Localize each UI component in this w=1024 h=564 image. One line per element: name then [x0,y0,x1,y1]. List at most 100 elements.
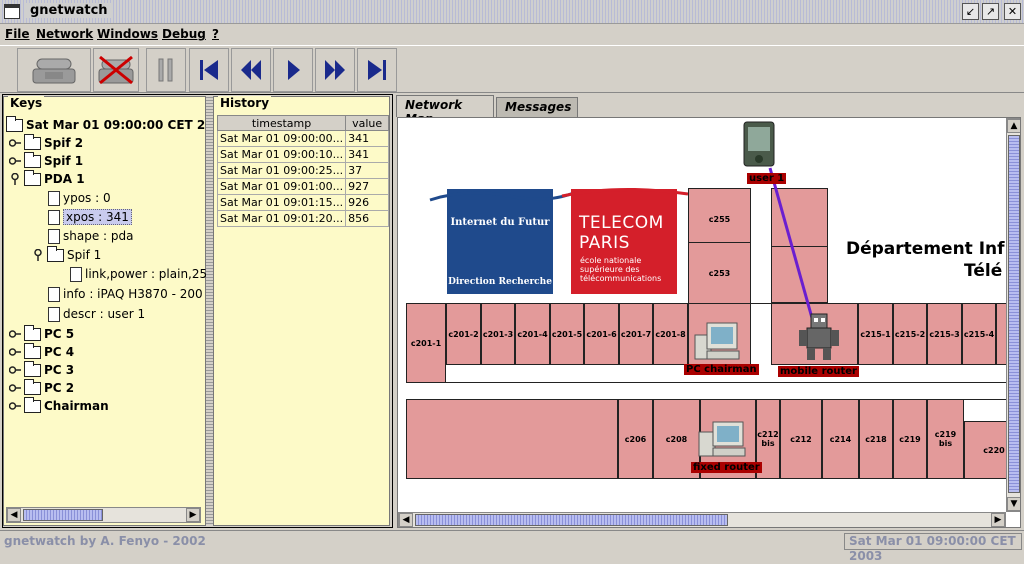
column-header-timestamp[interactable]: timestamp [216,115,347,131]
keys-tree: Sat Mar 01 09:00:00 CET 2003 Spif 2 Spif… [6,115,230,505]
tree-node-descr[interactable]: descr : user 1 [48,305,145,323]
menu-debug[interactable]: Debug [162,27,206,41]
scroll-left-icon[interactable]: ◀ [399,513,413,527]
table-row[interactable]: Sat Mar 01 09:00:10...341 [216,146,389,163]
tab-network-map[interactable]: Network Map [396,95,494,126]
tree-node-pc-3[interactable]: PC 3 [8,360,74,379]
close-icon[interactable]: ✕ [1004,3,1021,20]
collapse-key-icon[interactable] [9,172,21,185]
room-c201-2[interactable]: c201-2 [446,303,481,365]
room-c201-4[interactable]: c201-4 [515,303,550,365]
tree-node-spif-1[interactable]: Spif 1 [8,151,83,170]
computer-icon[interactable] [693,321,741,363]
expand-key-icon[interactable] [8,137,21,149]
expand-key-icon[interactable] [8,400,21,412]
folder-icon [47,245,64,262]
go-last-button[interactable] [357,48,397,92]
disconnect-phone-button[interactable] [93,48,139,92]
table-row[interactable]: Sat Mar 01 09:00:00...341 [216,130,389,147]
tree-node-xpos[interactable]: xpos : 341 [48,208,132,226]
folder-icon [6,115,23,132]
table-row[interactable]: Sat Mar 01 09:01:00...927 [216,178,389,195]
expand-key-icon[interactable] [8,364,21,376]
tree-root[interactable]: Sat Mar 01 09:00:00 CET 2003 [6,115,230,134]
network-map-view: Internet du Futur Direction Recherche TE… [397,117,1021,528]
scroll-thumb[interactable] [415,514,728,526]
table-row[interactable]: Sat Mar 01 09:01:15...926 [216,194,389,211]
room-c212[interactable]: c212 [780,399,822,479]
room-c253[interactable]: c253 [688,242,751,304]
logo2-line2: PARIS [579,233,630,253]
computer-icon[interactable] [697,420,747,460]
pause-icon [158,58,173,82]
room-c219-bis[interactable]: c219 bis [927,399,964,479]
room-c206[interactable]: c206 [618,399,653,479]
room-c215-3[interactable]: c215-3 [927,303,962,365]
room-c255[interactable]: c255 [688,188,751,251]
scroll-thumb[interactable] [1008,135,1020,493]
tree-node-pc-4[interactable]: PC 4 [8,342,74,361]
expand-key-icon[interactable] [8,382,21,394]
room-c201-1[interactable]: c201-1 [406,303,446,383]
pda-icon[interactable] [742,120,776,168]
scroll-left-icon[interactable]: ◀ [7,508,21,522]
room-c215-4[interactable]: c215-4 [962,303,996,365]
room-c215-2[interactable]: c215-2 [893,303,927,365]
map-horizontal-scrollbar[interactable]: ◀ ▶ [398,512,1006,527]
connect-phone-button[interactable] [17,48,91,92]
room-c201-6[interactable]: c201-6 [584,303,619,365]
room-c201-5[interactable]: c201-5 [550,303,584,365]
pause-button[interactable] [146,48,186,92]
room-c219[interactable]: c219 [893,399,927,479]
room-large-left[interactable] [406,399,618,479]
folder-icon [24,360,41,377]
column-header-value[interactable]: value [345,115,389,131]
room-c201-7[interactable]: c201-7 [619,303,653,365]
expand-key-icon[interactable] [8,346,21,358]
menu-network[interactable]: Network [36,27,94,41]
tree-label: link,power : plain,25 [85,267,208,281]
collapse-key-icon[interactable] [32,248,44,261]
room-c201-8[interactable]: c201-8 [653,303,688,365]
tree-node-pc-5[interactable]: PC 5 [8,324,74,343]
table-row[interactable]: Sat Mar 01 09:00:25...37 [216,162,389,179]
tree-node-spif-1-child[interactable]: Spif 1 [32,245,101,264]
fast-forward-button[interactable] [315,48,355,92]
menu-windows[interactable]: Windows [97,27,158,41]
expand-key-icon[interactable] [8,328,21,340]
scroll-up-icon[interactable]: ▲ [1007,119,1020,133]
maximize-icon[interactable]: ↗ [982,3,999,20]
scroll-right-icon[interactable]: ▶ [186,508,200,522]
logo1-swoosh-icon [429,190,577,202]
robot-icon[interactable] [795,310,843,364]
go-first-button[interactable] [189,48,229,92]
tab-messages[interactable]: Messages [496,97,578,117]
menu-file[interactable]: File [5,27,30,41]
room-c218[interactable]: c218 [859,399,893,479]
tree-node-spif-2[interactable]: Spif 2 [8,133,83,152]
cell-value: 926 [345,194,389,211]
tree-node-link-power[interactable]: link,power : plain,25 [70,265,207,283]
room-c201-3[interactable]: c201-3 [481,303,515,365]
tree-node-chairman[interactable]: Chairman [8,396,109,415]
room-c214[interactable]: c214 [822,399,859,479]
minimize-icon[interactable]: ↙ [962,3,979,20]
scroll-down-icon[interactable]: ▼ [1007,497,1020,511]
tree-node-pc-2[interactable]: PC 2 [8,378,74,397]
expand-key-icon[interactable] [8,155,21,167]
tree-node-info[interactable]: info : iPAQ H3870 - 200 [48,285,203,303]
scroll-right-icon[interactable]: ▶ [991,513,1005,527]
tree-node-pda-1[interactable]: PDA 1 [9,169,85,188]
tree-node-ypos[interactable]: ypos : 0 [48,189,111,207]
menu-help[interactable]: ? [212,27,219,41]
room-c215-1[interactable]: c215-1 [858,303,893,365]
scroll-thumb[interactable] [23,509,103,521]
play-button[interactable] [273,48,313,92]
keys-horizontal-scrollbar[interactable]: ◀ ▶ [6,507,201,523]
tree-node-shape[interactable]: shape : pda [48,227,133,245]
split-pane-divider[interactable] [206,96,213,526]
cell-value: 341 [345,146,389,163]
map-vertical-scrollbar[interactable]: ▲ ▼ [1006,118,1020,512]
rewind-button[interactable] [231,48,271,92]
table-row[interactable]: Sat Mar 01 09:01:20...856 [216,210,389,227]
